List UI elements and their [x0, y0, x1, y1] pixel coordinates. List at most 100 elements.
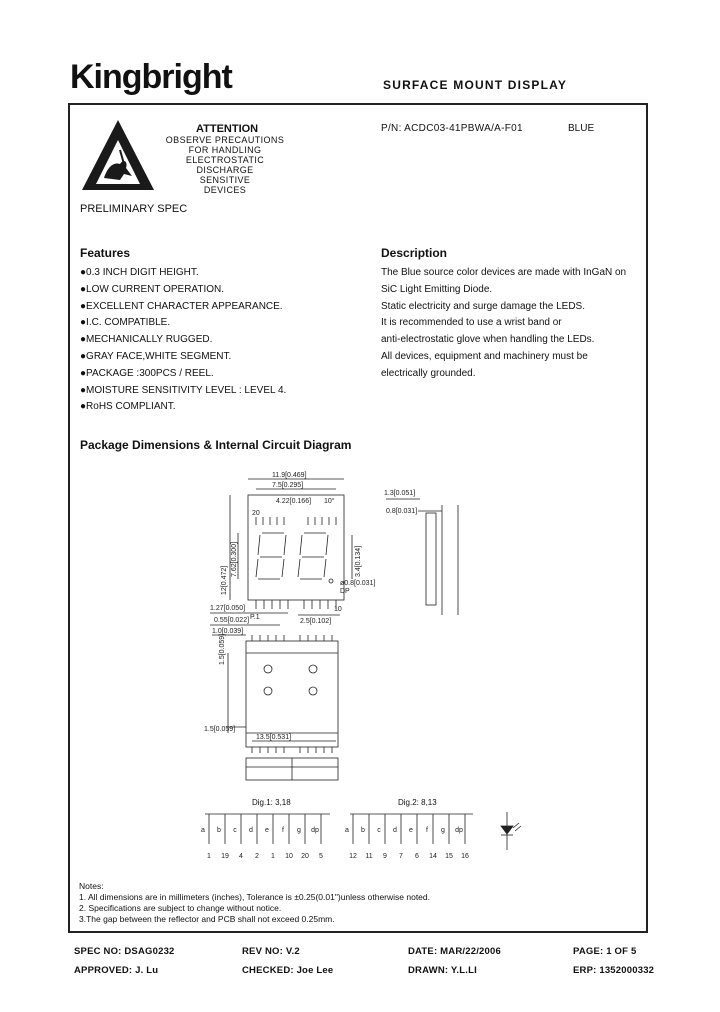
digit-2-segments: [297, 532, 329, 580]
pin-number: 5: [319, 853, 323, 860]
erp-number: ERP: 1352000332: [573, 965, 655, 976]
attention-line: SENSITIVE: [199, 175, 251, 185]
package-dimensions-heading: Package Dimensions & Internal Circuit Di…: [80, 438, 352, 452]
description-line: All devices, equipment and machinery mus…: [381, 350, 588, 362]
feature-item: ●MECHANICALLY RUGGED.: [80, 334, 213, 346]
led-symbol-legend: [500, 812, 522, 850]
seg-label: b: [217, 827, 221, 834]
seg-label: g: [441, 827, 445, 834]
pin-number: 12: [349, 853, 357, 860]
dim-tolerance: 1.3[0.051]: [384, 490, 415, 497]
pin-number: 14: [429, 853, 437, 860]
pin-number: 10: [285, 853, 293, 860]
seg-label: a: [345, 827, 349, 834]
feature-item: ●PACKAGE :300PCS / REEL.: [80, 367, 214, 379]
seg-label: e: [265, 827, 269, 834]
internal-circuit-diagram: a b c d e f g dp a b c d e f g dp 1 19 4…: [201, 812, 522, 860]
feature-item: ●MOISTURE SENSITIVITY LEVEL : LEVEL 4.: [80, 384, 287, 396]
feature-item: ●EXCELLENT CHARACTER APPEARANCE.: [80, 300, 283, 312]
digit-1-segments: [255, 532, 287, 580]
dim-thickness: 0.8[0.031]: [386, 508, 417, 515]
description-line: Static electricity and surge damage the …: [381, 300, 585, 312]
features-heading: Features: [80, 246, 131, 260]
pin-number: 6: [415, 853, 419, 860]
seg-label: b: [361, 827, 365, 834]
feature-item: ●I.C. COMPATIBLE.: [80, 317, 171, 329]
features-list: ●0.3 INCH DIGIT HEIGHT. ●LOW CURRENT OPE…: [80, 265, 286, 416]
description-heading: Description: [381, 246, 448, 260]
notes-title: Notes:: [79, 881, 104, 891]
seg-label: e: [409, 827, 413, 834]
dim-height: 12[0.472]: [221, 566, 228, 595]
top-pins: [255, 517, 337, 525]
dim-digit-spacing: 4.22[0.166]: [276, 498, 311, 505]
digit-2-common: Dig.2: 8,13: [398, 798, 437, 807]
dim-pad-width: 13.5[0.531]: [256, 734, 291, 741]
description-line: SiC Light Emitting Diode.: [381, 283, 493, 295]
preliminary-spec-label: PRELIMINARY SPEC: [80, 203, 188, 215]
pin-number: 16: [461, 853, 469, 860]
drawn-by: DRAWN: Y.L.LI: [408, 965, 477, 976]
description-text: The Blue source color devices are made w…: [381, 265, 626, 383]
pin-number: 19: [221, 853, 229, 860]
attention-line: ELECTROSTATIC: [185, 155, 265, 165]
dim-seg-height: 7.62[0.300]: [231, 542, 238, 577]
note-line: 1. All dimensions are in millimeters (in…: [79, 892, 430, 902]
pin-number: 20: [301, 853, 309, 860]
pin-10-label: 10: [334, 606, 342, 613]
dim-pad-pitch: 1.5[0.059]: [204, 726, 235, 733]
bottom-view-outline: [245, 640, 339, 748]
spec-number: SPEC NO: DSAG0232: [74, 946, 175, 957]
side-view-body: [425, 512, 437, 606]
seg-label: c: [233, 827, 237, 834]
description-line: anti-electrostatic glove when handling t…: [381, 334, 595, 346]
note-line: 2. Specifications are subject to change …: [79, 903, 282, 913]
display-body-outline: [247, 494, 345, 601]
seg-label: f: [282, 827, 284, 834]
seg-label: dp: [311, 827, 319, 834]
attention-text: OBSERVE PRECAUTIONS FOR HANDLING ELECTRO…: [155, 135, 295, 195]
dim-pcb-thickness: 1.0[0.039]: [212, 628, 243, 635]
dp-label: DP: [340, 588, 350, 595]
bottom-pins: [255, 600, 337, 609]
attention-line: DEVICES: [203, 185, 247, 195]
pin-1-label: P.1: [250, 614, 260, 621]
part-number: P/N: ACDC03-41PBWA/A-F01: [381, 123, 523, 134]
esd-warning-icon: [82, 120, 154, 190]
pin-number: 9: [383, 853, 387, 860]
pin-number: 7: [399, 853, 403, 860]
approved-by: APPROVED: J. Lu: [74, 965, 159, 976]
seg-label: d: [249, 827, 253, 834]
package-dimension-drawing: 11.9[0.469] 7.5[0.295] 4.22[0.166] 10° 2…: [204, 472, 459, 781]
brand-logo: Kingbright: [70, 58, 233, 96]
seg-label: f: [426, 827, 428, 834]
pin-number: 1: [271, 853, 275, 860]
pin-number: 2: [255, 853, 259, 860]
pin-number: 11: [365, 853, 372, 860]
description-line: The Blue source color devices are made w…: [381, 267, 627, 278]
description-line: electrically grounded.: [381, 367, 476, 379]
dim-angle: 10°: [324, 497, 335, 505]
attention-line: DISCHARGE: [196, 165, 254, 175]
attention-title: ATTENTION: [196, 123, 259, 135]
document-title: SURFACE MOUNT DISPLAY: [383, 78, 568, 92]
digit-1-common: Dig.1: 3,18: [252, 798, 291, 807]
page-number: PAGE: 1 OF 5: [573, 946, 637, 957]
dim-lead-width: 0.55[0.022]: [214, 617, 249, 624]
pin-number: 1: [207, 853, 211, 860]
notes-block: Notes: 1. All dimensions are in millimet…: [79, 881, 430, 925]
emitted-color: BLUE: [568, 123, 595, 134]
feature-item: ●RoHS COMPLIANT.: [80, 401, 176, 413]
checked-by: CHECKED: Joe Lee: [242, 965, 334, 976]
revision-number: REV NO: V.2: [242, 946, 300, 957]
dim-pad-height: 1.5[0.059]: [219, 634, 226, 665]
pin-number: 15: [445, 853, 453, 860]
note-line: 3.The gap between the reflector and PCB …: [79, 914, 335, 924]
description-line: It is recommended to use a wrist band or: [381, 317, 562, 329]
feature-item: ●GRAY FACE,WHITE SEGMENT.: [80, 350, 232, 362]
seg-label: c: [377, 827, 381, 834]
pin-number: 4: [239, 853, 243, 860]
dim-lead-pitch: 1.27[0.050]: [210, 605, 245, 612]
right-led-array: [352, 814, 466, 844]
dim-inner-width: 7.5[0.295]: [272, 482, 303, 489]
